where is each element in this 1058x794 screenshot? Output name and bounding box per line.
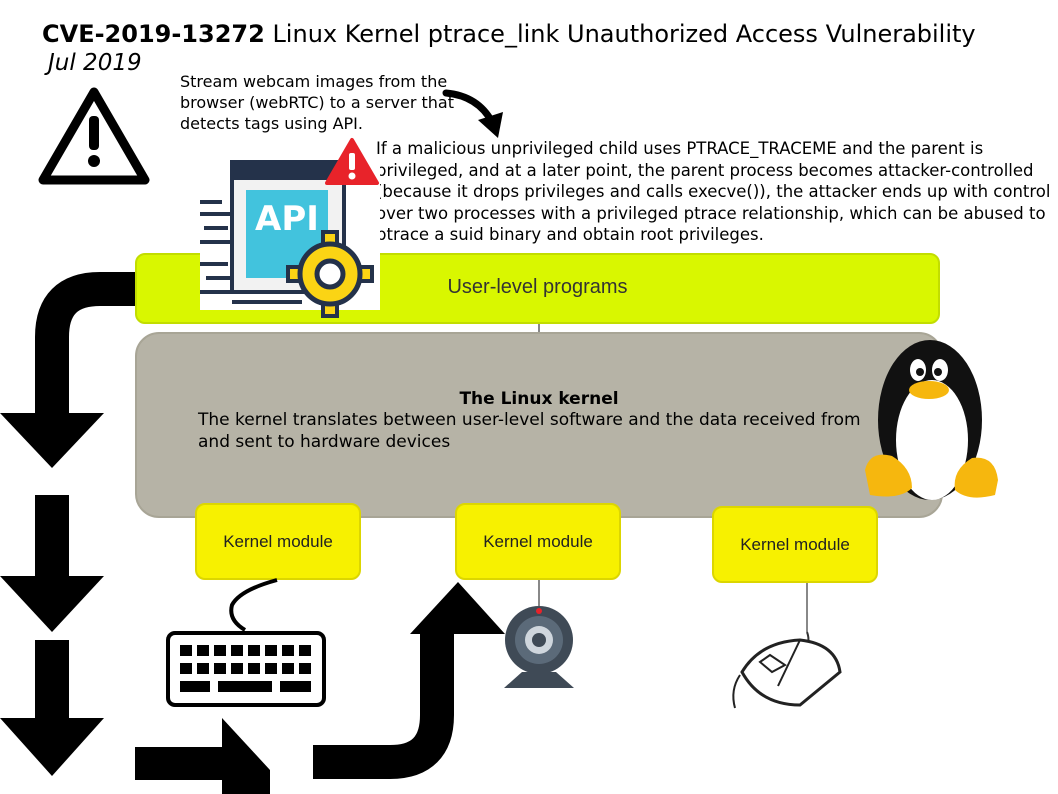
arrow-right-icon <box>222 718 270 794</box>
warning-icon <box>38 87 150 185</box>
kernel-module-keyboard: Kernel module <box>195 503 361 580</box>
keyboard-icon <box>166 578 326 707</box>
arrow-up-icon <box>410 582 505 634</box>
arrow-down-icon <box>0 413 104 468</box>
linux-penguin-icon <box>865 340 998 500</box>
kernel-description: The kernel translates between user-level… <box>198 410 861 452</box>
cve-id: CVE-2019-13272 <box>42 20 265 48</box>
arrow-down-icon <box>0 718 104 776</box>
user-level-programs-label: User-level programs <box>447 276 628 298</box>
flow-arrows <box>0 272 505 794</box>
kernel-module-mouse: Kernel module <box>712 506 878 583</box>
page-title: CVE-2019-13272 Linux Kernel ptrace_link … <box>42 20 976 48</box>
svg-text:API: API <box>255 199 319 239</box>
kernel-title: The Linux kernel <box>459 389 619 409</box>
red-alert-icon <box>325 138 379 185</box>
webcam-note: Stream webcam images from the browser (w… <box>180 72 454 133</box>
arrow-down-icon <box>0 576 104 632</box>
page-date: Jul 2019 <box>48 50 142 76</box>
title-text: Linux Kernel ptrace_link Unauthorized Ac… <box>272 20 976 48</box>
kernel-box <box>135 332 943 518</box>
curved-arrow-icon <box>442 89 503 138</box>
kernel-module-webcam: Kernel module <box>455 503 621 580</box>
mouse-icon <box>732 631 842 709</box>
webcam-icon <box>504 606 574 688</box>
vulnerability-description: If a malicious unprivileged child uses P… <box>376 139 1051 244</box>
